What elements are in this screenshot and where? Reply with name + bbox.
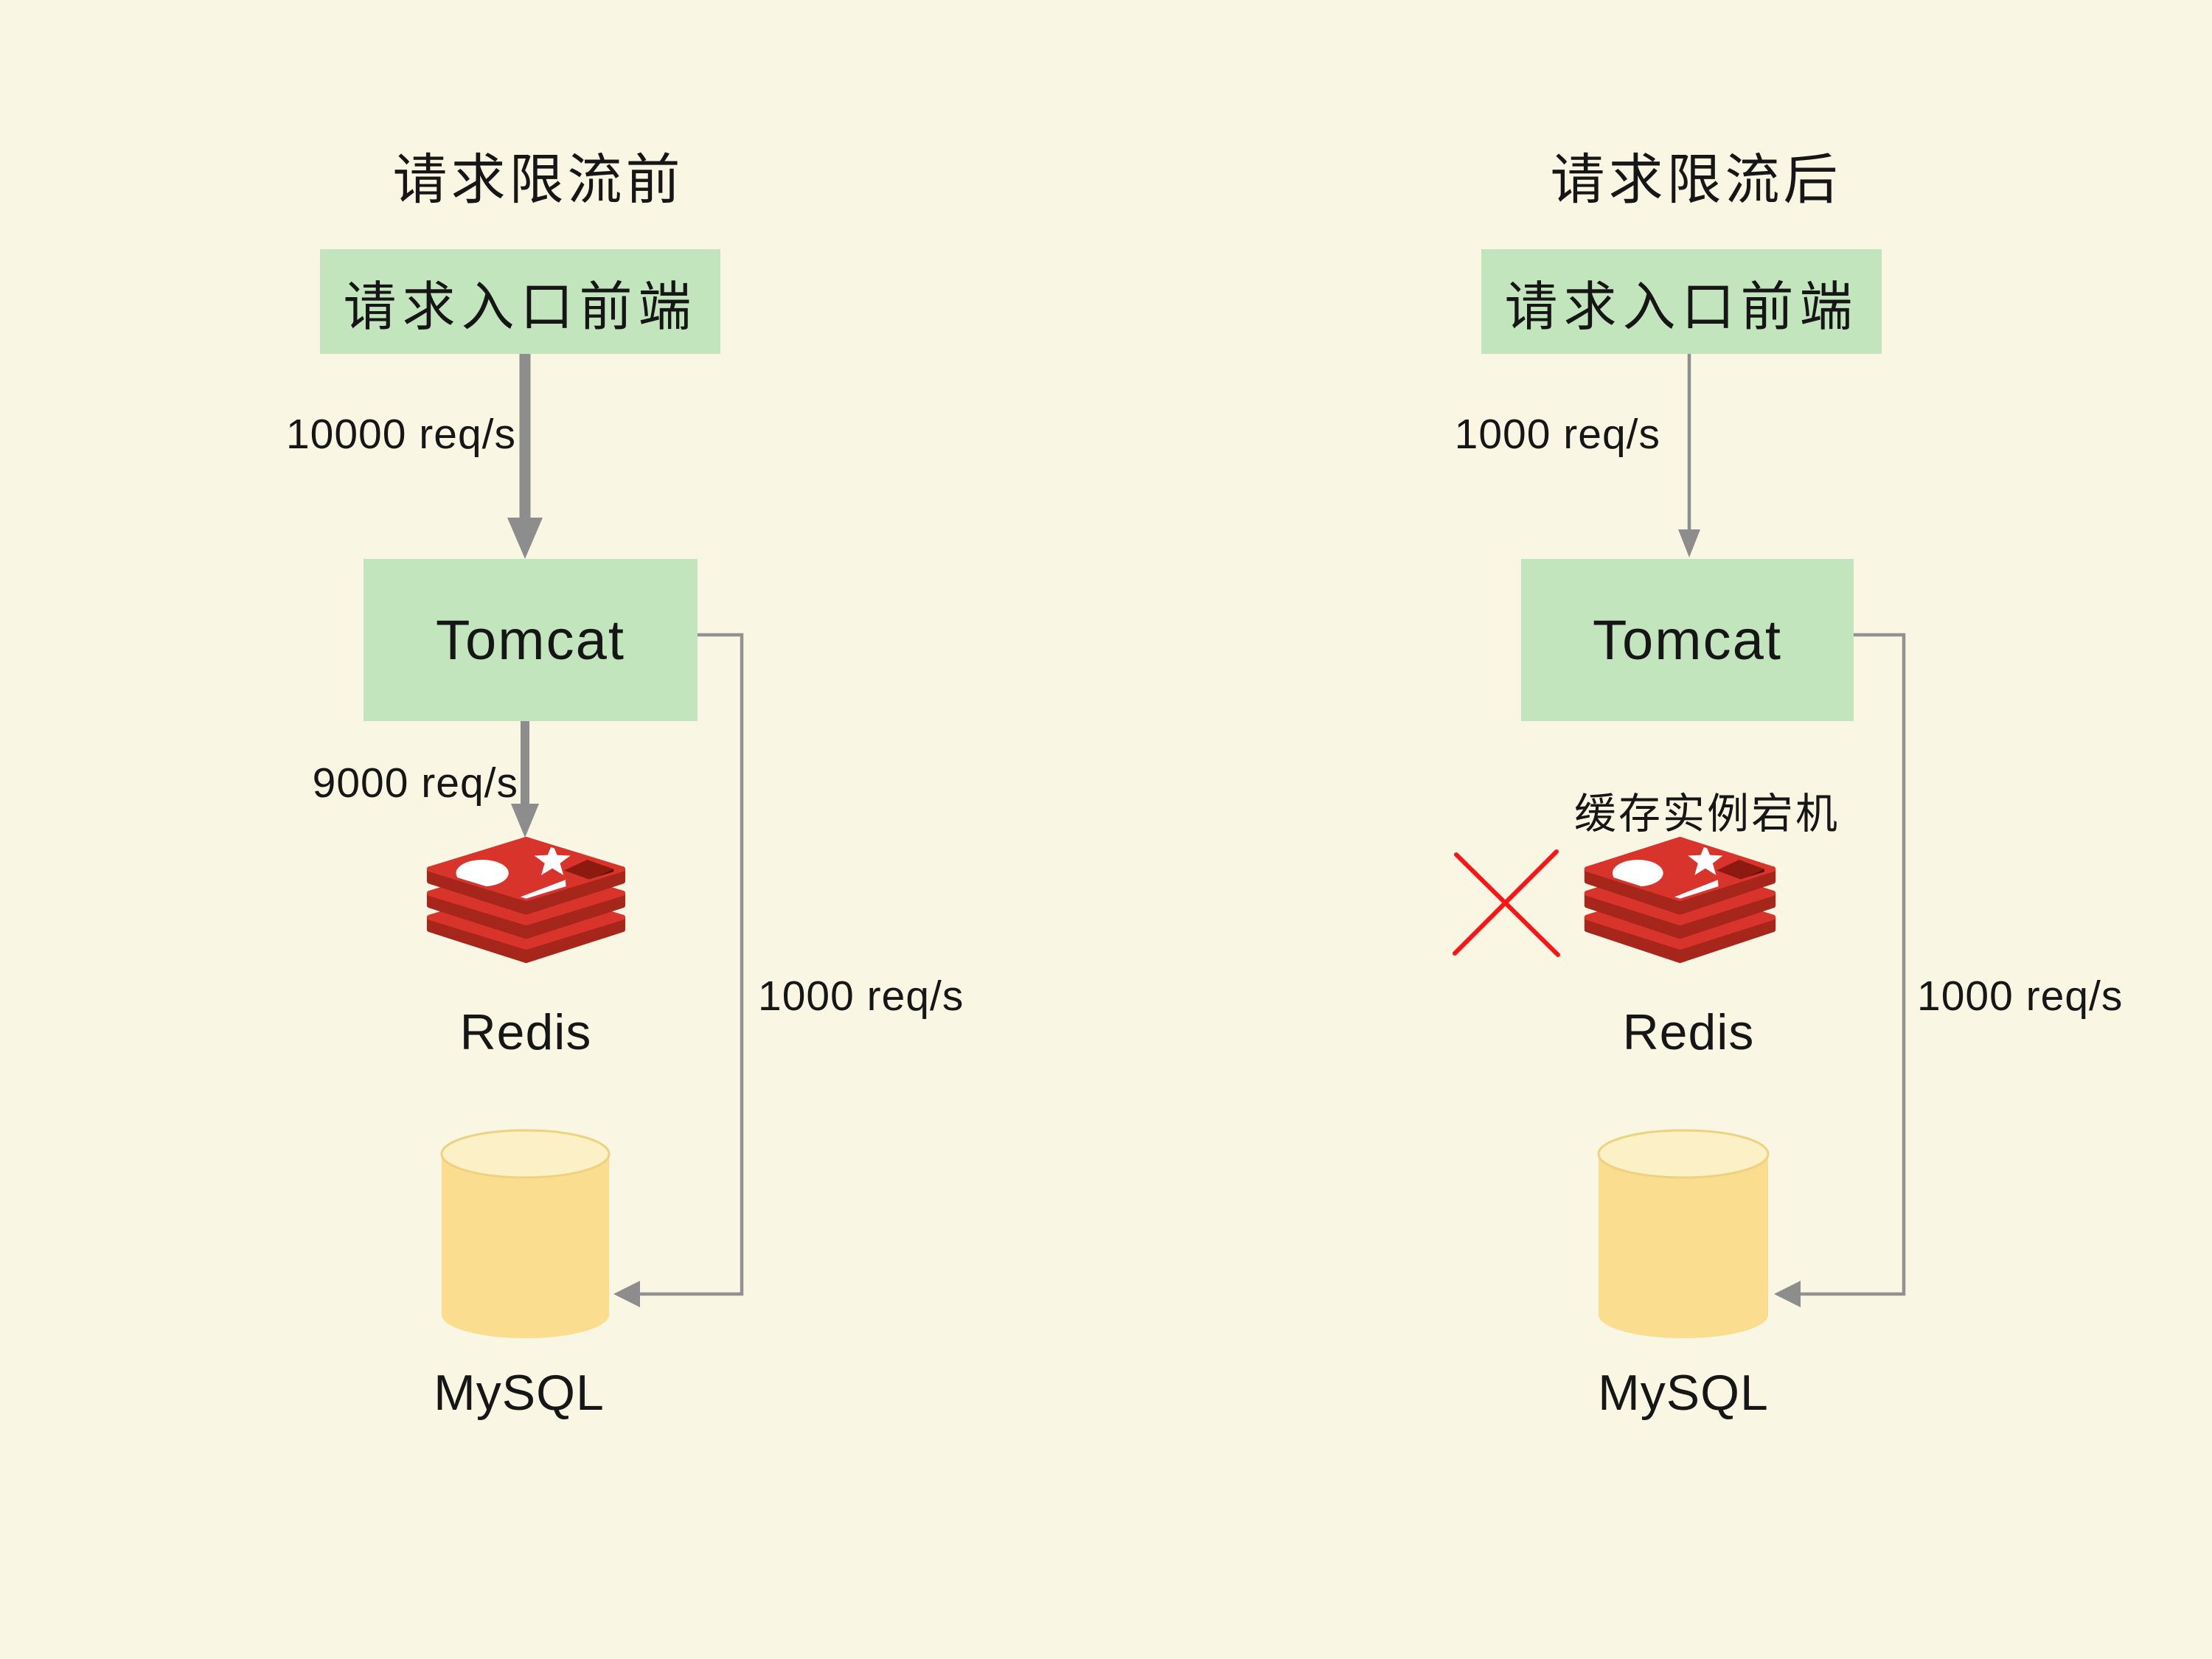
redis-icon xyxy=(424,837,628,971)
mysql-label: MySQL xyxy=(1598,1365,1769,1421)
down-arrow-icon xyxy=(511,721,539,838)
tomcat-node: Tomcat xyxy=(1521,559,1854,721)
down-arrow-icon xyxy=(507,354,543,559)
mysql-label: MySQL xyxy=(434,1365,605,1421)
down-arrow-icon xyxy=(1678,354,1700,557)
rate-label: 1000 req/s xyxy=(1454,411,1660,458)
tomcat-node: Tomcat xyxy=(364,559,698,721)
rate-label: 1000 req/s xyxy=(1917,973,2124,1020)
mysql-cylinder-icon xyxy=(440,1129,611,1340)
rate-label: 10000 req/s xyxy=(285,411,516,458)
frontend-node: 请求入口前端 xyxy=(1481,249,1882,354)
redis-label: Redis xyxy=(459,1004,592,1060)
rate-label: 9000 req/s xyxy=(312,759,518,807)
panel-title-before: 请求限流前 xyxy=(392,148,684,210)
redis-label: Redis xyxy=(1622,1004,1755,1060)
mysql-cylinder-icon xyxy=(1597,1129,1770,1340)
redis-icon xyxy=(1582,837,1778,971)
rate-label: 1000 req/s xyxy=(758,973,964,1020)
frontend-node: 请求入口前端 xyxy=(320,249,720,354)
panel-title-after: 请求限流后 xyxy=(1550,148,1842,210)
red-x-icon xyxy=(1453,849,1560,957)
tomcat-to-mysql-connector xyxy=(1774,633,1906,1307)
tomcat-to-mysql-connector xyxy=(613,633,744,1307)
cache-down-note: 缓存实例宕机 xyxy=(1574,790,1840,838)
